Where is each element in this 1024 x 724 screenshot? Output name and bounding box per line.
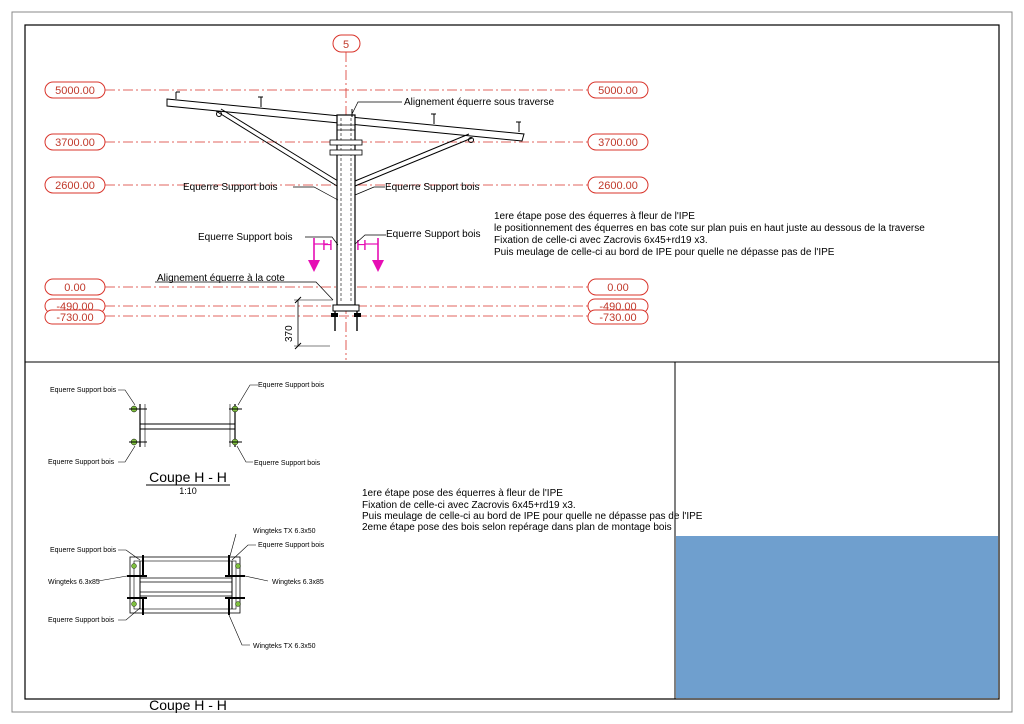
level-tags-right: 5000.00 3700.00 2600.00 0.00 -490.00 -73…	[587, 81, 649, 325]
section1-scale: 1:10	[179, 486, 197, 496]
section2-label: Wingteks 6.3x85	[48, 579, 100, 586]
column-ipe	[329, 109, 363, 331]
lower-note-line: Puis meulage de celle-ci au bord de IPE …	[362, 511, 703, 522]
note-line: Fixation de celle-ci avec Zacrovis 6x45+…	[494, 235, 708, 246]
section-view-1: Equerre Support bois Equerre Support boi…	[48, 382, 325, 496]
annotation-equerre-support: Equerre Support bois	[198, 232, 293, 243]
level-label: 5000.00	[55, 85, 95, 97]
annotation-alignement-traverse: Alignement équerre sous traverse	[404, 97, 555, 108]
elevation-view: 5 5000.00 3700.00 2600.00 0.00 -490.00 -…	[44, 34, 925, 360]
level-tag	[44, 133, 106, 151]
lower-note-line: 1ere étape pose des équerres à fleur de …	[362, 488, 563, 499]
section1-label: Equerre Support bois	[254, 460, 321, 467]
level-label: 2600.00	[598, 180, 638, 192]
annotation-alignement-cote: Alignement équerre à la cote	[157, 273, 285, 284]
section2-title: Coupe H - H	[149, 697, 227, 713]
level-tag	[44, 309, 106, 325]
title-block	[676, 536, 998, 698]
section2-label: Equerre Support bois	[258, 542, 325, 549]
section1-label: Equerre Support bois	[48, 459, 115, 466]
section2-label: Equerre Support bois	[50, 547, 117, 554]
note-line: 1ere étape pose des équerres à fleur de …	[494, 211, 695, 222]
annotation-equerre-support: Equerre Support bois	[385, 182, 480, 193]
level-tag	[44, 176, 106, 194]
level-tag	[587, 309, 649, 325]
grid-label: 5	[343, 39, 349, 51]
annotation-equerre-support: Equerre Support bois	[183, 182, 278, 193]
level-label: 3700.00	[598, 137, 638, 149]
level-label: 0.00	[607, 282, 628, 294]
level-tag	[44, 278, 106, 296]
lower-note-line: Fixation de celle-ci avec Zacrovis 6x45+…	[362, 500, 576, 511]
annotation-equerre-support: Equerre Support bois	[386, 229, 481, 240]
section2-label: Wingteks 6.3x85	[272, 579, 324, 586]
section-view-2: Wingteks TX 6.3x50 Equerre Support bois …	[48, 528, 325, 713]
section-mark-left: H	[322, 237, 333, 254]
leader-lines	[155, 101, 402, 301]
section2-label: Equerre Support bois	[48, 617, 115, 624]
level-tag	[44, 81, 106, 99]
section1-label: Equerre Support bois	[258, 382, 325, 389]
dimension-370: 370	[284, 296, 333, 350]
level-label: 3700.00	[55, 137, 95, 149]
level-tags-left: 5000.00 3700.00 2600.00 0.00 -490.00 -73…	[44, 81, 106, 325]
section-markers: H H	[308, 237, 384, 272]
level-label: -730.00	[56, 312, 93, 324]
section-mark-right: H	[356, 237, 367, 254]
level-tag	[587, 278, 649, 296]
level-label: 5000.00	[598, 85, 638, 97]
grid-bubble	[332, 34, 361, 53]
lower-notes: 1ere étape pose des équerres à fleur de …	[362, 488, 703, 533]
lower-note-line: 2eme étape pose des bois selon repérage …	[362, 522, 672, 533]
note-line: le positionnement des équerres en bas co…	[494, 223, 925, 234]
section1-title: Coupe H - H	[149, 469, 227, 485]
section1-label: Equerre Support bois	[50, 387, 117, 394]
level-label: 0.00	[64, 282, 85, 294]
section2-label: Wingteks TX 6.3x50	[253, 643, 316, 650]
section2-label: Wingteks TX 6.3x50	[253, 528, 316, 535]
level-tag	[587, 81, 649, 99]
level-tag	[587, 133, 649, 151]
level-tag	[587, 176, 649, 194]
note-line: Puis meulage de celle-ci au bord de IPE …	[494, 247, 835, 258]
outer-border	[11, 11, 1013, 713]
diagonal-braces	[215, 108, 474, 187]
level-label: -730.00	[599, 312, 636, 324]
dimension-label: 370	[284, 325, 295, 342]
level-label: 2600.00	[55, 180, 95, 192]
